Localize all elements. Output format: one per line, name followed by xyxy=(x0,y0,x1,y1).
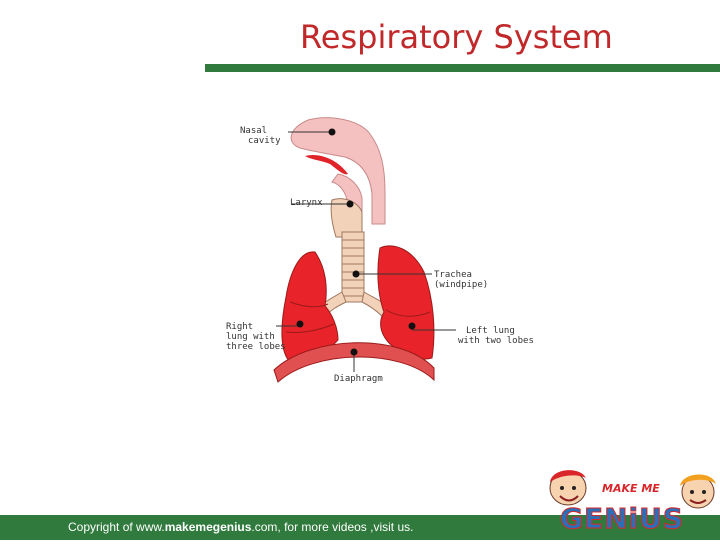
mouth-shape xyxy=(305,154,348,175)
label-dots xyxy=(296,128,416,356)
logo-genius-text: GENiUS xyxy=(559,502,685,536)
label-trachea-line1: Trachea xyxy=(434,270,472,280)
copyright-text: Copyright of www.makemegenius.com, for m… xyxy=(68,520,413,534)
label-right-lung-line3: three lobes xyxy=(226,342,286,352)
footer-bar: Copyright of www.makemegenius.com, for m… xyxy=(0,515,720,540)
label-nasal-line2: cavity xyxy=(248,136,281,146)
logo-illustration xyxy=(549,470,716,509)
respiratory-illustration xyxy=(273,117,456,383)
left-lung-shape xyxy=(377,245,435,360)
trachea-shape xyxy=(341,231,365,303)
label-nasal-line1: Nasal xyxy=(240,126,268,136)
label-left-lung-line2: with two lobes xyxy=(458,336,534,346)
copyright-suffix: .com, for more videos ,visit us. xyxy=(251,520,414,534)
trachea-rings xyxy=(342,239,364,297)
label-trachea: Trachea (windpipe) xyxy=(434,270,488,290)
label-right-lung-line2: lung with xyxy=(226,332,275,342)
makemegenius-logo: MAKE ME GENiUS xyxy=(540,462,720,540)
label-left-lung-line1: Left lung xyxy=(466,326,515,336)
label-right-lung-line1: Right xyxy=(226,322,254,332)
nasal-cavity-shape xyxy=(290,117,386,225)
label-trachea-line2: (windpipe) xyxy=(434,280,489,290)
label-larynx: Larynx xyxy=(290,198,323,208)
copyright-prefix: Copyright of www. xyxy=(68,520,165,534)
copyright-brand: makemegenius xyxy=(164,520,252,534)
logo-make-me-text: MAKE ME xyxy=(602,482,660,495)
label-nasal-cavity: Nasal cavity xyxy=(240,126,281,146)
label-diaphragm: Diaphragm xyxy=(334,374,383,384)
title-underline-bar xyxy=(205,64,720,72)
respiratory-diagram: Nasal cavity Larynx Trachea (windpipe) R… xyxy=(220,112,534,397)
label-left-lung: Left lung with two lobes xyxy=(458,326,534,346)
slide-title: Respiratory System xyxy=(300,18,613,56)
diaphragm-shape xyxy=(273,342,435,383)
label-right-lung: Right lung with three lobes xyxy=(226,322,286,352)
